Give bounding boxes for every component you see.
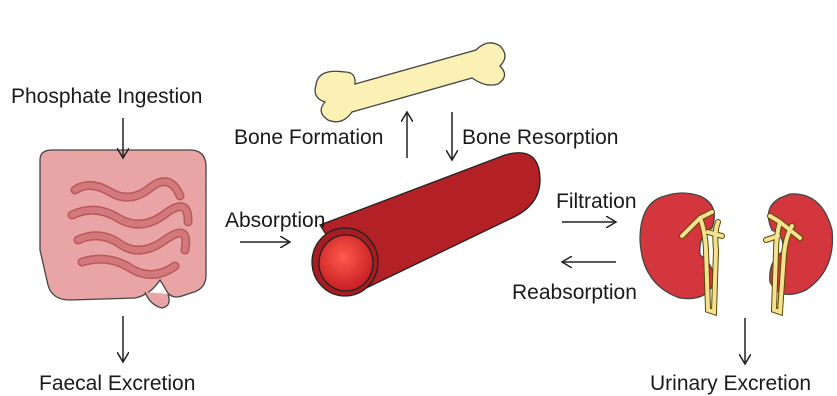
bone-icon (315, 43, 505, 122)
urinary-excretion-label: Urinary Excretion (650, 373, 811, 394)
reabsorption-label: Reabsorption (512, 282, 637, 303)
bone-resorption-label: Bone Resorption (462, 127, 618, 148)
bone-formation-label: Bone Formation (234, 127, 383, 148)
kidney-left-icon (640, 193, 722, 312)
kidney-right-icon (766, 194, 832, 312)
filtration-label: Filtration (556, 191, 637, 212)
absorption-label: Absorption (225, 210, 325, 231)
phosphate-ingestion-label: Phosphate Ingestion (11, 86, 202, 107)
blood-vessel-icon (312, 153, 540, 296)
faecal-excretion-label: Faecal Excretion (39, 373, 195, 394)
intestine-icon (40, 150, 206, 308)
